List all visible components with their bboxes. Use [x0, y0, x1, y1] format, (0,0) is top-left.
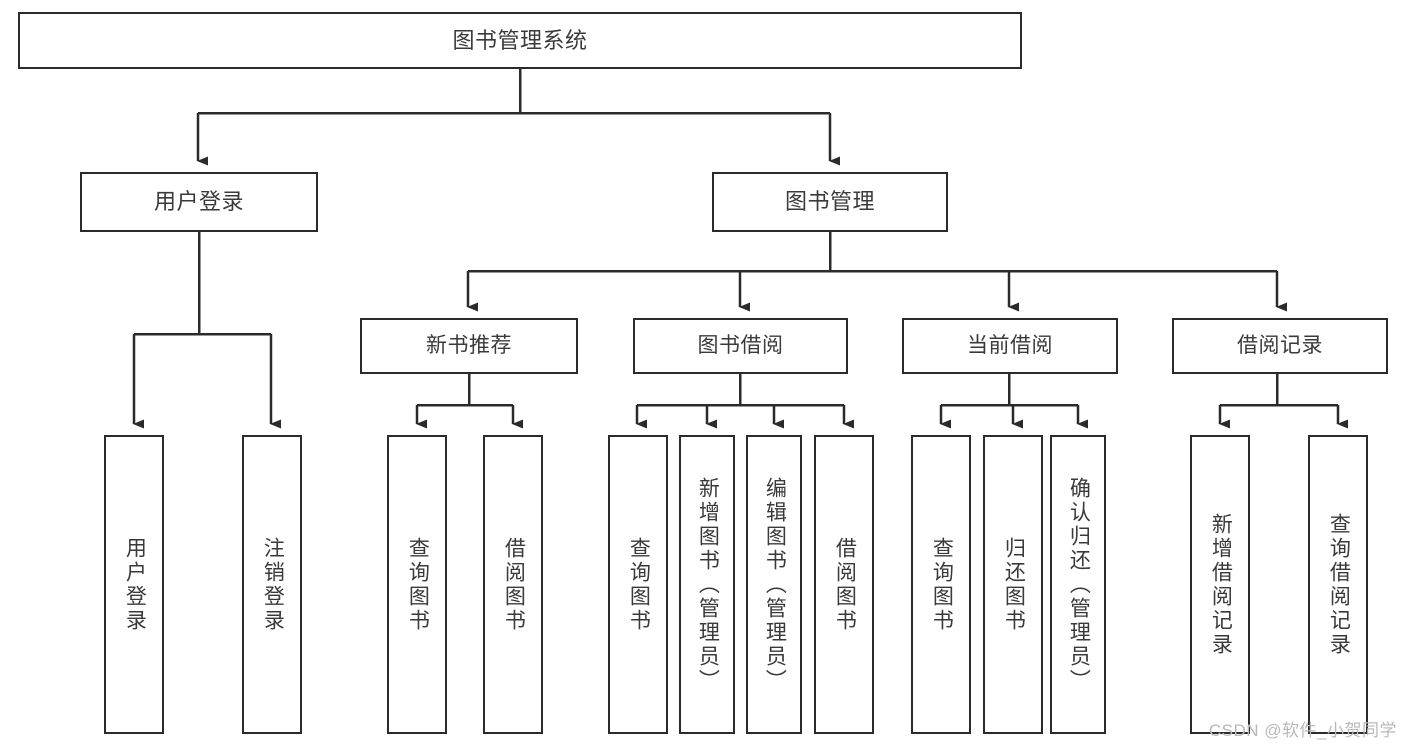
node-borrow-record[interactable]: 借阅记录 [1172, 318, 1388, 374]
node-leaf-add-book-admin-label: 新增图书（管理员） [696, 476, 720, 693]
node-leaf-query-borrow-record-label: 查询借阅记录 [1327, 512, 1351, 657]
node-book-manage-label: 图书管理 [784, 189, 875, 215]
node-book-borrow[interactable]: 图书借阅 [633, 318, 848, 374]
node-leaf-user-login[interactable]: 用户登录 [104, 435, 164, 734]
node-root-label: 图书管理系统 [452, 27, 588, 53]
node-leaf-query-book-2-label: 查询图书 [627, 536, 651, 633]
node-leaf-borrow-book-1-label: 借阅图书 [502, 536, 526, 633]
node-user-login[interactable]: 用户登录 [80, 172, 318, 232]
node-leaf-user-logout[interactable]: 注销登录 [242, 435, 302, 734]
node-leaf-add-borrow-record[interactable]: 新增借阅记录 [1190, 435, 1250, 734]
node-leaf-query-book-3-label: 查询图书 [930, 536, 954, 633]
node-leaf-query-book-1-label: 查询图书 [406, 536, 430, 633]
node-borrow-record-label: 借阅记录 [1237, 333, 1323, 357]
node-new-book-recommend[interactable]: 新书推荐 [360, 318, 578, 374]
node-book-manage[interactable]: 图书管理 [712, 172, 948, 232]
node-new-book-recommend-label: 新书推荐 [426, 333, 512, 357]
node-leaf-add-book-admin[interactable]: 新增图书（管理员） [679, 435, 735, 734]
node-leaf-user-logout-label: 注销登录 [261, 536, 285, 633]
node-book-borrow-label: 图书借阅 [697, 333, 784, 357]
node-leaf-confirm-return-admin-label: 确认归还（管理员） [1067, 476, 1091, 693]
node-leaf-return-book-label: 归还图书 [1002, 536, 1026, 633]
node-leaf-edit-book-admin[interactable]: 编辑图书（管理员） [746, 435, 802, 734]
watermark-text: CSDN @软件_小贺同学 [1208, 721, 1397, 740]
node-leaf-query-book-3[interactable]: 查询图书 [911, 435, 971, 734]
node-leaf-add-borrow-record-label: 新增借阅记录 [1209, 512, 1233, 657]
node-leaf-query-borrow-record[interactable]: 查询借阅记录 [1308, 435, 1368, 734]
node-current-borrow[interactable]: 当前借阅 [902, 318, 1118, 374]
node-leaf-user-login-label: 用户登录 [123, 536, 147, 633]
node-leaf-confirm-return-admin[interactable]: 确认归还（管理员） [1050, 435, 1106, 734]
node-root-system[interactable]: 图书管理系统 [18, 12, 1022, 69]
node-leaf-borrow-book-2-label: 借阅图书 [833, 536, 857, 633]
node-leaf-borrow-book-1[interactable]: 借阅图书 [483, 435, 543, 734]
node-leaf-query-book-1[interactable]: 查询图书 [387, 435, 447, 734]
node-leaf-borrow-book-2[interactable]: 借阅图书 [814, 435, 874, 734]
node-user-login-label: 用户登录 [153, 189, 244, 215]
node-leaf-query-book-2[interactable]: 查询图书 [608, 435, 668, 734]
node-leaf-edit-book-admin-label: 编辑图书（管理员） [763, 476, 787, 693]
node-leaf-return-book[interactable]: 归还图书 [983, 435, 1043, 734]
node-current-borrow-label: 当前借阅 [967, 333, 1053, 357]
